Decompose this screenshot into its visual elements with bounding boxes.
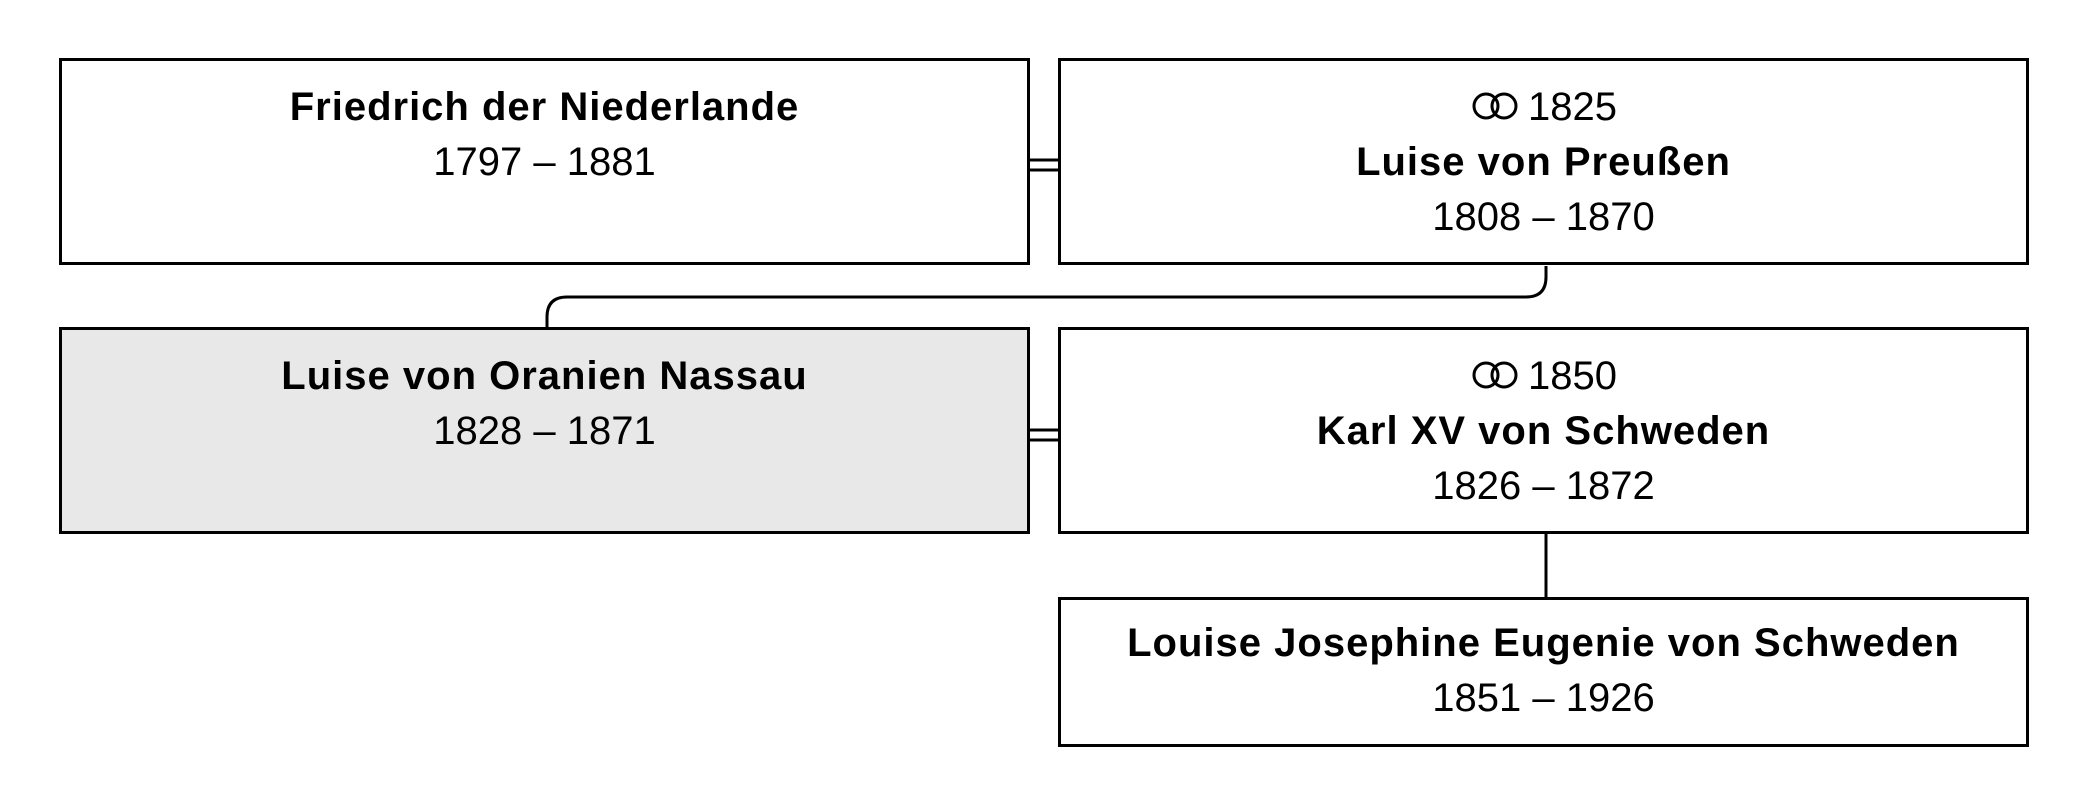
person-name: Luise von Preußen: [1356, 140, 1731, 184]
wedding-rings-icon: [1472, 361, 1518, 389]
person-dates: 1851 – 1926: [1432, 676, 1655, 720]
person-box-friedrich: Friedrich der Niederlande 1797 – 1881: [59, 58, 1030, 265]
marriage-year: 1850: [1528, 354, 1617, 398]
person-box-luise-oranien: Luise von Oranien Nassau 1828 – 1871: [59, 327, 1030, 534]
person-dates: 1828 – 1871: [433, 409, 656, 453]
person-dates: 1808 – 1870: [1432, 195, 1655, 239]
marriage-connector-1850: [1030, 428, 1060, 442]
marriage-info: 1825: [1061, 80, 2026, 135]
marriage-year: 1825: [1528, 85, 1617, 129]
marriage-info: 1850: [1061, 349, 2026, 404]
descent-connector-luise-oranien: [545, 266, 1548, 328]
person-name: Karl XV von Schweden: [1316, 409, 1771, 453]
person-box-louise-josephine: Louise Josephine Eugenie von Schweden 18…: [1058, 597, 2029, 747]
person-name: Friedrich der Niederlande: [289, 85, 800, 129]
person-name: Luise von Oranien Nassau: [281, 354, 808, 398]
person-box-luise-preussen: 1825 Luise von Preußen 1808 – 1870: [1058, 58, 2029, 265]
person-name: Louise Josephine Eugenie von Schweden: [1127, 621, 1960, 665]
person-dates: 1826 – 1872: [1432, 464, 1655, 508]
marriage-connector-1825: [1030, 158, 1060, 172]
wedding-rings-icon: [1472, 92, 1518, 120]
person-box-karl-xv: 1850 Karl XV von Schweden 1826 – 1872: [1058, 327, 2029, 534]
person-dates: 1797 – 1881: [433, 140, 656, 184]
